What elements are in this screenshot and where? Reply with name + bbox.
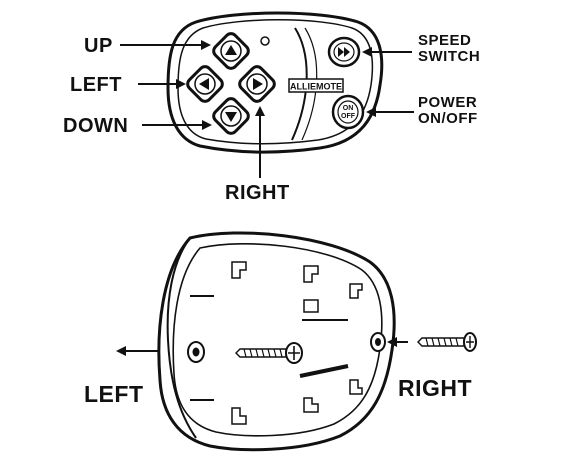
up-button[interactable] [211, 31, 251, 71]
label-speed-line1: SPEED [418, 32, 472, 49]
label-power: POWER ON/OFF [418, 95, 478, 127]
speed-switch-button[interactable] [327, 36, 361, 68]
label-speed-line2: SWITCH [418, 47, 481, 65]
screw-icon [417, 332, 477, 352]
label-left: LEFT [70, 74, 122, 96]
label-power-line1: POWER [418, 94, 478, 111]
screw-icon [235, 342, 303, 364]
arrow-left-icon [199, 78, 209, 90]
arrow-right-icon [253, 78, 263, 90]
label-right: RIGHT [225, 182, 290, 204]
mount-bracket [157, 231, 396, 452]
brand-text: ALLIEMOTE [290, 82, 342, 92]
label-speed-switch: SPEED SWITCH [418, 33, 480, 65]
callout-arrows [120, 40, 414, 178]
label-power-line2: ON/OFF [418, 109, 478, 127]
power-off-text: OFF [341, 113, 356, 120]
left-button[interactable] [185, 64, 225, 104]
right-button[interactable] [237, 64, 277, 104]
down-button[interactable] [211, 96, 251, 136]
indicator-led [260, 36, 270, 46]
power-on-text: ON [343, 105, 354, 112]
label-mount-right: RIGHT [398, 375, 473, 401]
arrow-down-icon [225, 112, 237, 122]
power-button[interactable]: ON OFF [331, 94, 365, 130]
fast-forward-icon [338, 47, 350, 57]
label-up: UP [84, 35, 113, 57]
arrow-up-icon [225, 45, 237, 55]
label-down: DOWN [63, 115, 129, 137]
brand-plate: ALLIEMOTE [288, 78, 344, 93]
label-mount-left: LEFT [84, 381, 144, 407]
